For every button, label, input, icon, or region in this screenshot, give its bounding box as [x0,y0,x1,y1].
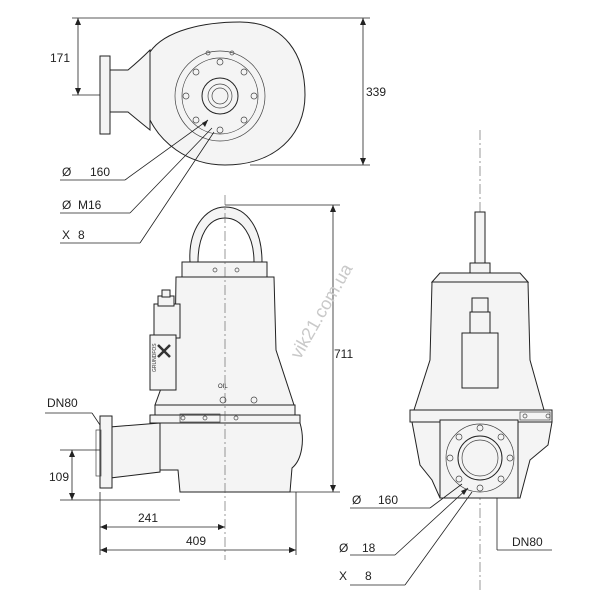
dim-409-label: 409 [186,534,206,548]
front-hole-diam-symbol: Ø [339,541,348,555]
top-diam-symbol: Ø [62,165,71,179]
brand-label: GRUNDFOS [152,343,158,372]
pump-casing-side [149,422,303,493]
side-view: 711 OIL GRUNDFOS [45,195,353,560]
top-discharge-port [201,77,239,115]
brand-logo: GRUNDFOS [152,343,171,372]
top-bolt-holes [182,50,258,134]
front-diam-symbol: Ø [352,493,361,507]
front-view: Ø 160 Ø 18 X 8 DN80 [339,130,553,590]
dim-339-label: 339 [366,85,386,99]
cable-entry [153,303,181,339]
top-count-prefix: X [62,228,70,242]
front-handle [474,211,486,268]
side-outlet-label: DN80 [47,396,78,410]
top-bolt-count-label: 8 [78,228,85,242]
front-bolt-circle-label: 160 [378,493,398,507]
oil-label: OIL [218,384,228,390]
top-bolt-circle-label: 160 [90,165,110,179]
top-bolt-thread-label: M16 [78,198,102,212]
top-view: 171 339 [50,17,386,244]
front-hole-count-label: 8 [365,569,372,583]
side-outlet-flange [99,415,113,489]
dim-241-label: 241 [138,511,158,525]
front-count-prefix: X [339,569,347,583]
dim-171-label: 171 [50,51,70,65]
top-flange [99,55,111,135]
dim-711-label: 711 [334,347,353,361]
dim-109-label: 109 [49,470,69,484]
front-bolt-holes [446,424,514,492]
front-outlet-label: DN80 [512,535,543,549]
front-hole-diameter-label: 18 [362,541,376,555]
top-thread-diam-symbol: Ø [62,198,71,212]
lifting-handle [189,206,263,263]
